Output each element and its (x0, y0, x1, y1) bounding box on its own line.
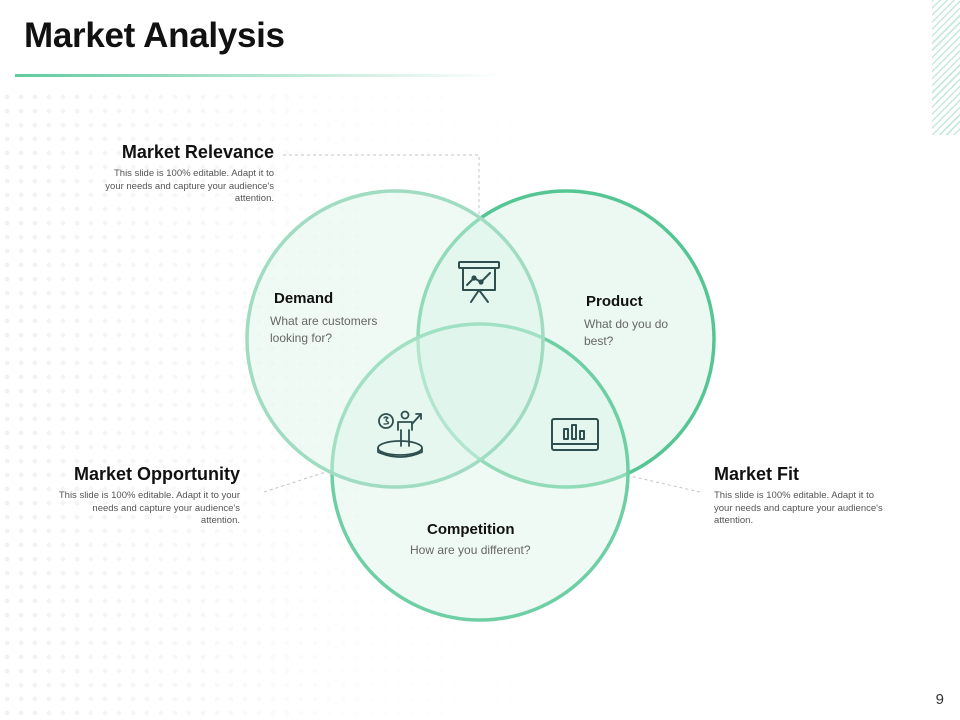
callout-market-relevance: Market Relevance This slide is 100% edit… (96, 142, 274, 206)
circle-title-demand: Demand (274, 290, 334, 307)
circle-text-product: What do you do best? (584, 317, 669, 348)
page-number: 9 (935, 691, 944, 708)
circle-demand (245, 189, 545, 489)
corner-stripes (932, 0, 960, 135)
callout-text: This slide is 100% editable. Adapt it to… (58, 490, 240, 526)
callout-text: This slide is 100% editable. Adapt it to… (714, 490, 883, 526)
callout-title: Market Opportunity (73, 464, 240, 484)
growth-presenter-icon (377, 410, 423, 458)
callout-title: Market Relevance (121, 142, 274, 162)
page-title: Market Analysis (24, 16, 285, 55)
circle-text-demand: What are customers looking for? (270, 314, 378, 345)
bar-chart-monitor-icon (551, 418, 599, 451)
callout-market-opportunity: Market Opportunity This slide is 100% ed… (56, 464, 240, 528)
presentation-board-icon (458, 261, 500, 303)
circle-title-product: Product (586, 293, 643, 310)
callout-title: Market Fit (714, 464, 800, 484)
connector-fit (629, 475, 701, 493)
callout-text: This slide is 100% editable. Adapt it to… (105, 168, 274, 204)
connector-opportunity (263, 469, 333, 493)
title-underline (15, 74, 505, 77)
callout-market-fit: Market Fit This slide is 100% editable. … (714, 464, 892, 528)
circle-text-competition: How are you different? (410, 543, 531, 557)
circle-title-competition: Competition (427, 521, 515, 538)
